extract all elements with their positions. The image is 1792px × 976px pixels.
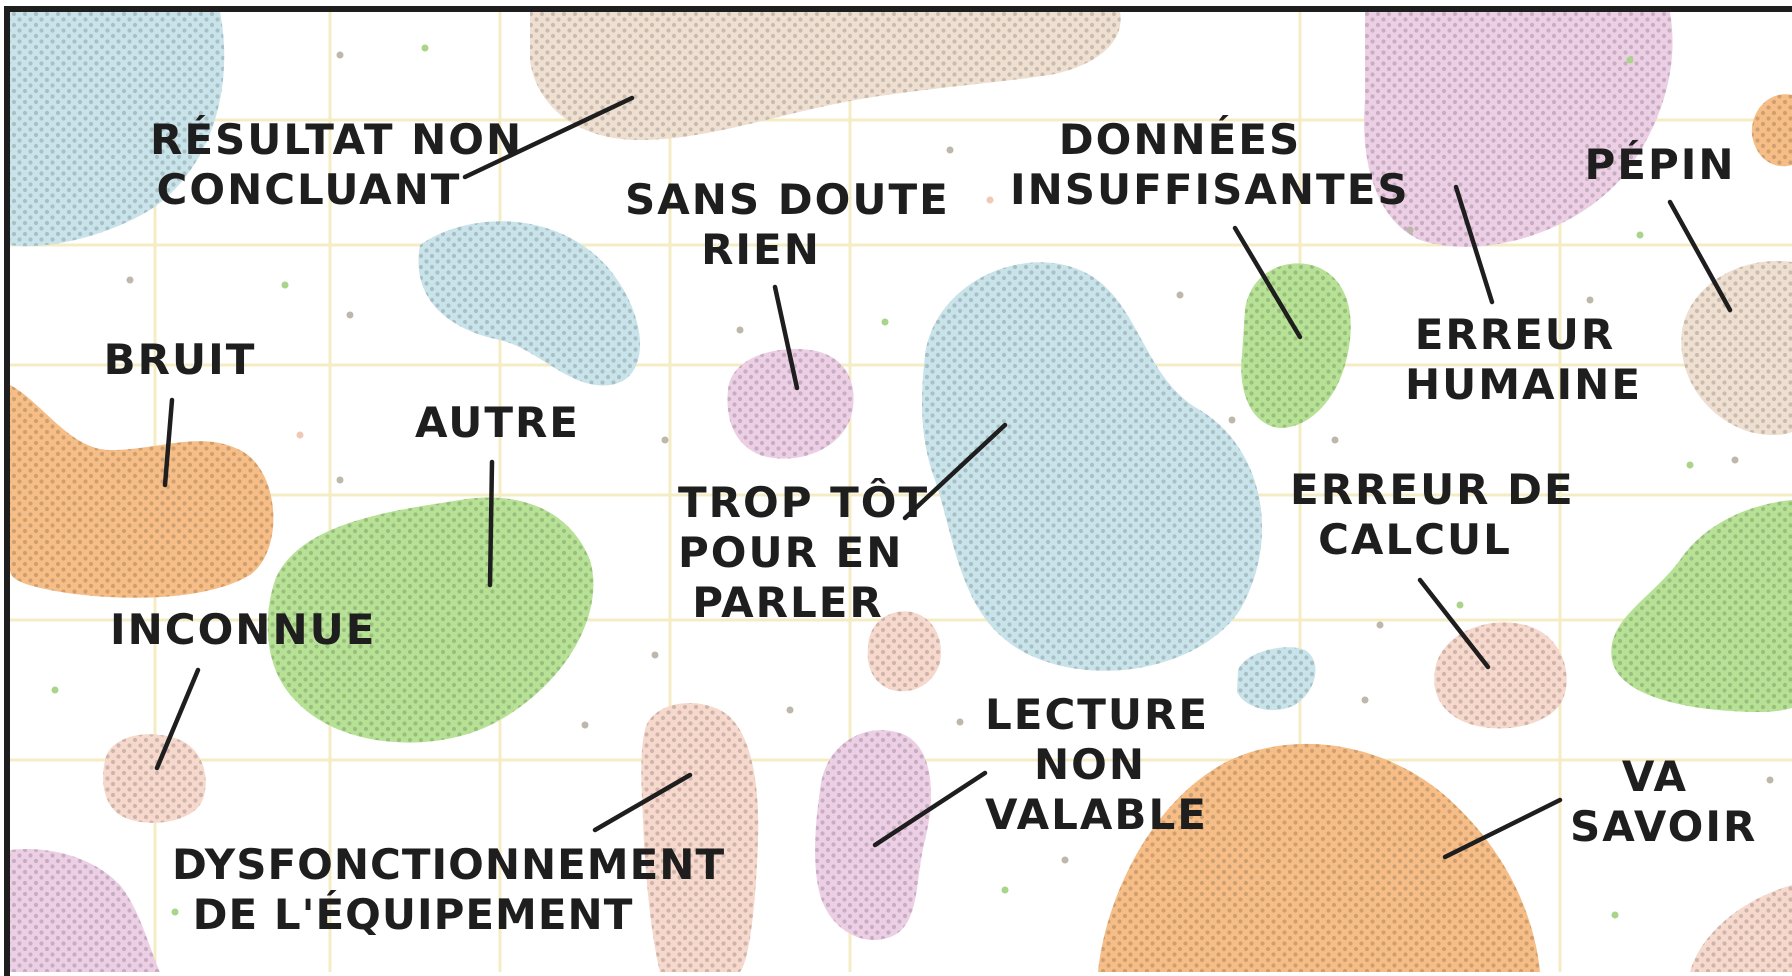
label-bruit: BRUIT xyxy=(100,335,260,385)
label-erreur-humaine: ERREUR HUMAINE xyxy=(1405,310,1625,410)
label-line: AUTRE xyxy=(415,398,577,448)
blob-peach-tall xyxy=(641,703,758,972)
label-resultat-non-concluant: RÉSULTAT NON CONCLUANT xyxy=(150,115,468,215)
label-line: PARLER xyxy=(678,578,898,628)
blob-peach-bottom-left xyxy=(103,734,206,823)
label-line: DONNÉES xyxy=(1010,115,1350,165)
label-line: RIEN xyxy=(625,225,897,275)
label-line: INCONNUE xyxy=(110,605,340,655)
label-erreur-de-calcul: ERREUR DE CALCUL xyxy=(1290,465,1540,565)
label-line: POUR EN xyxy=(678,528,898,578)
label-line: INSUFFISANTES xyxy=(1010,165,1350,215)
label-line: DE L'ÉQUIPEMENT xyxy=(172,890,654,940)
label-line: CALCUL xyxy=(1290,515,1540,565)
label-line: HUMAINE xyxy=(1405,360,1625,410)
label-line: ERREUR xyxy=(1405,310,1625,360)
label-line: PÉPIN xyxy=(1580,140,1740,190)
label-line: DYSFONCTIONNEMENT xyxy=(172,840,654,890)
label-autre: AUTRE xyxy=(415,398,577,448)
label-line: VALABLE xyxy=(985,790,1195,840)
label-dysfonctionnement-equipement: DYSFONCTIONNEMENT DE L'ÉQUIPEMENT xyxy=(172,840,654,940)
label-lecture-non-valable: LECTURE NON VALABLE xyxy=(985,690,1195,840)
label-line: SAVOIR xyxy=(1570,802,1740,852)
label-line: NON xyxy=(985,740,1195,790)
label-trop-tot-pour-en-parler: TROP TÔT POUR EN PARLER xyxy=(678,478,898,628)
label-line: LECTURE xyxy=(985,690,1195,740)
label-line: VA xyxy=(1570,752,1740,802)
label-line: ERREUR DE xyxy=(1290,465,1540,515)
label-line: RÉSULTAT NON xyxy=(150,115,468,165)
label-line: BRUIT xyxy=(100,335,260,385)
label-sans-doute-rien: SANS DOUTE RIEN xyxy=(625,175,897,275)
label-pepin: PÉPIN xyxy=(1580,140,1740,190)
label-donnees-insuffisantes: DONNÉES INSUFFISANTES xyxy=(1010,115,1350,215)
leader-autre xyxy=(490,462,492,585)
label-line: TROP TÔT xyxy=(678,478,898,528)
label-va-savoir: VA SAVOIR xyxy=(1570,752,1740,852)
label-line: CONCLUANT xyxy=(150,165,468,215)
label-inconnue: INCONNUE xyxy=(110,605,340,655)
label-line: SANS DOUTE xyxy=(625,175,897,225)
